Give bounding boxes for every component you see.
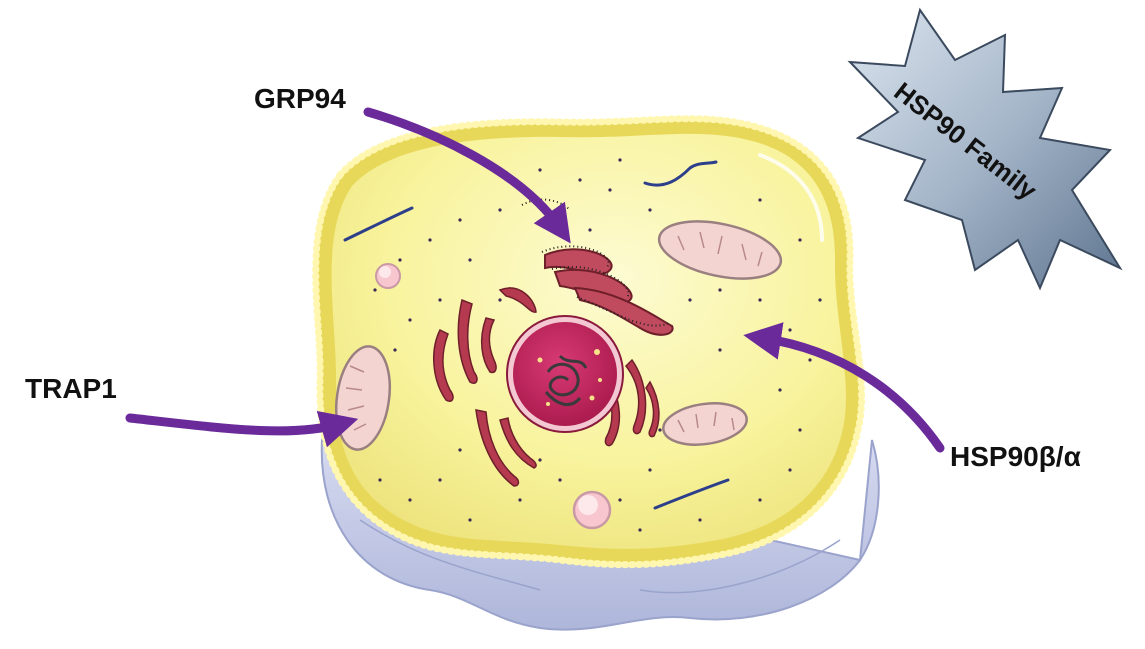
- starburst-badge-icon: [847, 7, 1123, 291]
- cytoskeleton-strand: [643, 160, 718, 187]
- cell-lower-fold: [359, 519, 841, 594]
- trap1-arrow: [125, 410, 359, 448]
- endoplasmic-reticulum-grp94-target: [521, 198, 674, 336]
- grp94-arrow: [363, 107, 571, 244]
- cell-highlight: [758, 153, 824, 242]
- vesicle: [572, 490, 612, 530]
- cytoskeleton-strand: [653, 478, 730, 510]
- mitochondrion: [662, 402, 748, 446]
- endoplasmic-reticulum: [433, 287, 660, 487]
- trap1-label: TRAP1: [25, 373, 117, 404]
- grp94-label: GRP94: [254, 83, 346, 114]
- vesicle: [375, 263, 401, 289]
- hsp90-cytoplasmic-arrow: [743, 322, 945, 453]
- ribosomes: [373, 158, 822, 532]
- hsp90-cytoplasmic-label: HSP90β/α: [950, 441, 1081, 472]
- chromatin: [544, 354, 588, 407]
- mitochondrion: [657, 220, 783, 280]
- nucleus: [506, 315, 624, 433]
- cell-membrane-beads: [312, 115, 866, 569]
- cytoskeleton-strand: [343, 206, 414, 242]
- cell: [312, 115, 880, 631]
- hsp90-family-badge: HSP90 Family: [847, 7, 1123, 291]
